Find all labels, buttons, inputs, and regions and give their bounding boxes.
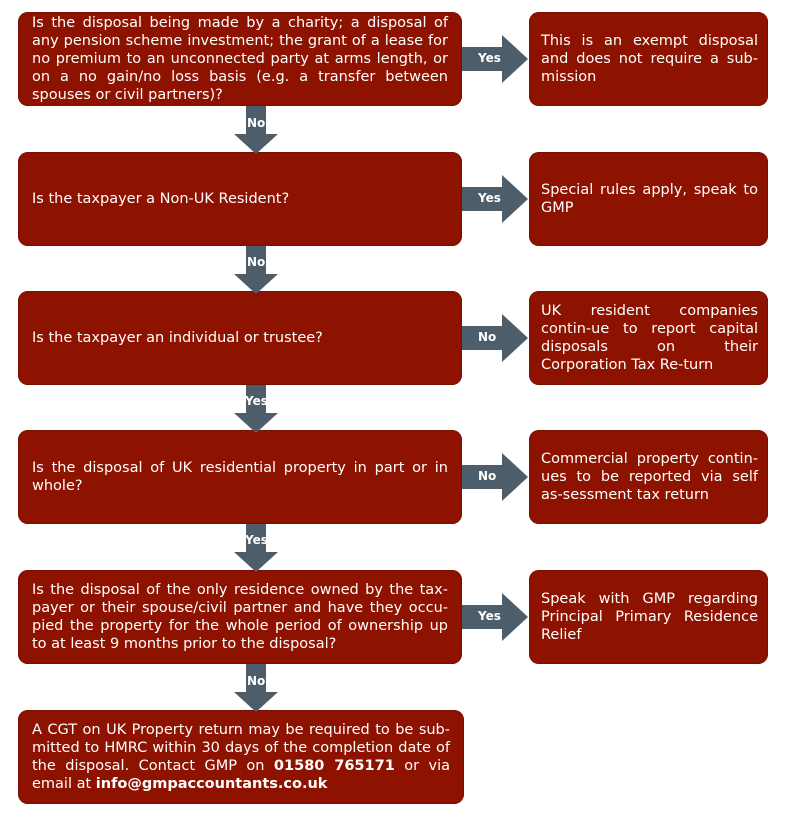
final-text-middle: or via email at bbox=[32, 758, 451, 792]
arrow-label: No bbox=[247, 116, 266, 130]
arrow-label: Yes bbox=[245, 394, 268, 408]
outcome-text: Special rules apply, speak to GMP bbox=[541, 182, 758, 216]
outcome-text: This is an exempt disposal and does not … bbox=[541, 33, 758, 85]
arrow-label: Yes bbox=[478, 51, 501, 65]
email-address: info@gmpaccountants.co.uk bbox=[95, 776, 328, 792]
outcome-text: Speak with GMP regarding Principal Prima… bbox=[541, 591, 758, 643]
question-box-individual-trustee: Is the taxpayer an individual or trustee… bbox=[18, 291, 462, 385]
question-text: Is the taxpayer an individual or trustee… bbox=[32, 330, 323, 346]
outcome-box-commercial: Commercial property contin-ues to be rep… bbox=[529, 430, 768, 524]
right-arrow-1 bbox=[462, 35, 528, 83]
down-arrow-1 bbox=[234, 106, 278, 154]
arrow-label: Yes bbox=[478, 191, 501, 205]
question-text: Is the taxpayer a Non-UK Resident? bbox=[32, 191, 290, 207]
outcome-text: Commercial property contin-ues to be rep… bbox=[541, 451, 758, 503]
outcome-box-companies: UK resident companies contin-ue to repor… bbox=[529, 291, 768, 385]
question-box-only-residence: Is the disposal of the only residence ow… bbox=[18, 570, 462, 664]
outcome-text: UK resident companies contin-ue to repor… bbox=[541, 303, 758, 373]
arrow-label: No bbox=[247, 674, 266, 688]
right-arrow-5 bbox=[462, 593, 528, 641]
down-arrow-3 bbox=[234, 385, 278, 433]
question-text: Is the disposal of the only residence ow… bbox=[32, 582, 448, 652]
down-arrow-5 bbox=[234, 664, 278, 712]
question-box-residential-property: Is the disposal of UK residential proper… bbox=[18, 430, 462, 524]
arrow-label: No bbox=[478, 469, 497, 483]
arrow-label: Yes bbox=[478, 609, 501, 623]
question-text: Is the disposal being made by a charity;… bbox=[32, 15, 448, 103]
question-box-non-uk-resident: Is the taxpayer a Non-UK Resident? bbox=[18, 152, 462, 246]
outcome-box-special-rules: Special rules apply, speak to GMP bbox=[529, 152, 768, 246]
final-text-main: A CGT on UK Property return may be requi… bbox=[32, 722, 450, 774]
down-arrow-4 bbox=[234, 524, 278, 572]
arrow-label: No bbox=[247, 255, 266, 269]
right-arrow-2 bbox=[462, 175, 528, 223]
down-arrow-2 bbox=[234, 246, 278, 294]
outcome-box-exempt: This is an exempt disposal and does not … bbox=[529, 12, 768, 106]
question-box-charity: Is the disposal being made by a charity;… bbox=[18, 12, 462, 106]
outcome-box-ppr-relief: Speak with GMP regarding Principal Prima… bbox=[529, 570, 768, 664]
right-arrow-4 bbox=[462, 453, 528, 501]
arrow-label: Yes bbox=[245, 533, 268, 547]
phone-number: 01580 765171 bbox=[273, 758, 395, 774]
question-text: Is the disposal of UK residential proper… bbox=[32, 460, 448, 494]
final-text: A CGT on UK Property return may be requi… bbox=[32, 721, 450, 793]
right-arrow-3 bbox=[462, 314, 528, 362]
final-box: A CGT on UK Property return may be requi… bbox=[18, 710, 464, 804]
arrow-label: No bbox=[478, 330, 497, 344]
